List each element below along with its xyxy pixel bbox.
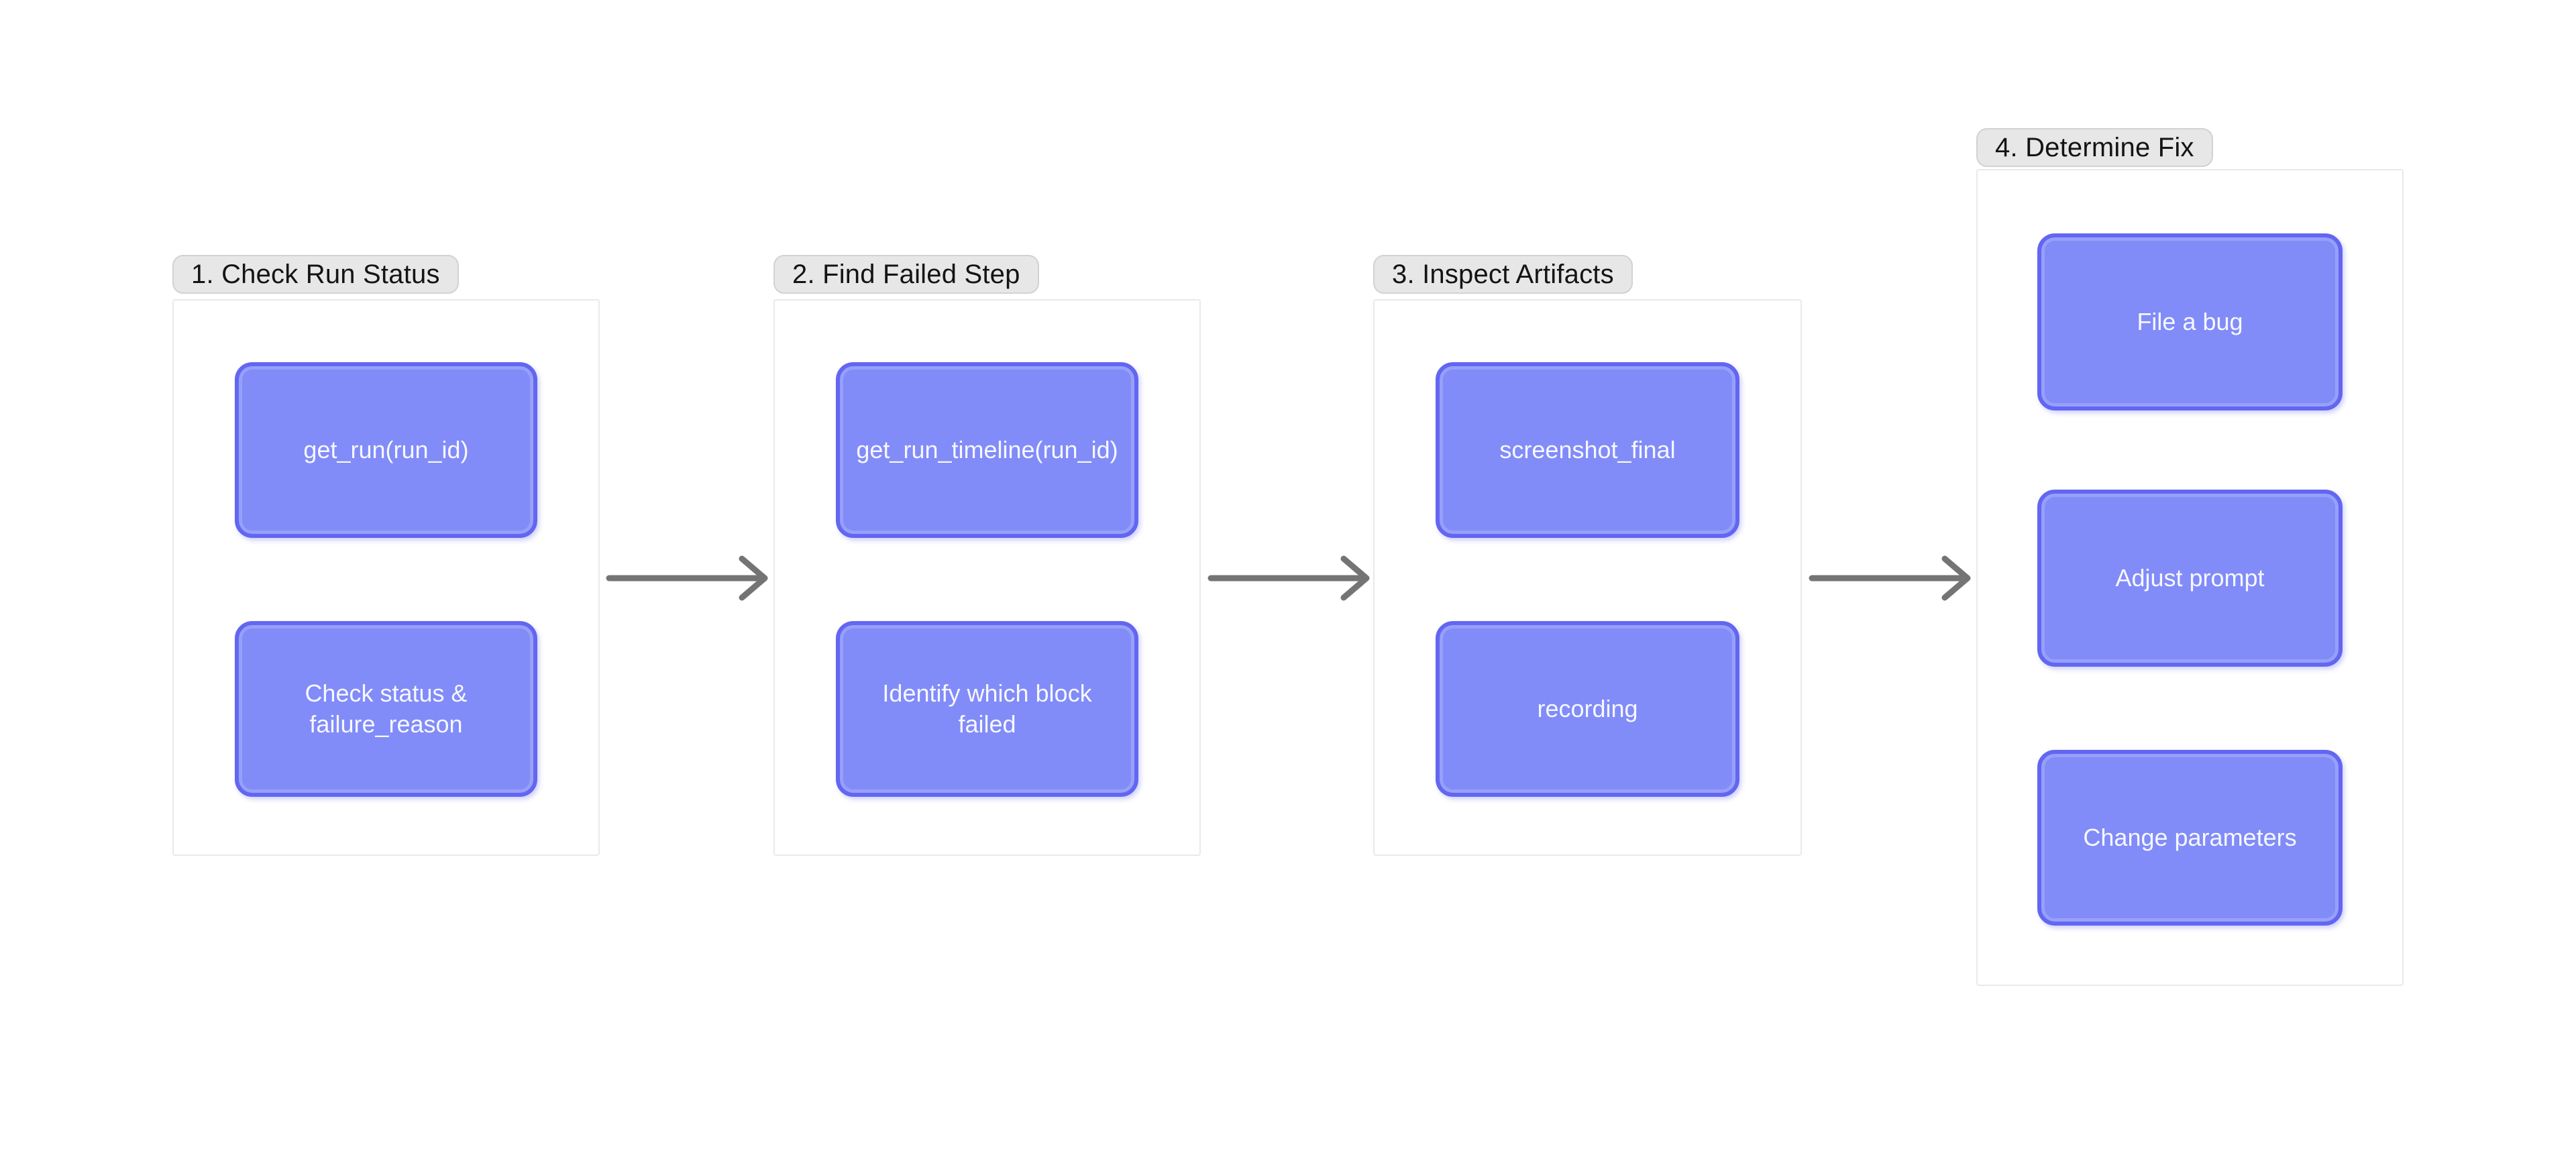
node-check-status-failure-reason: Check status & failure_reason [235,621,537,797]
node-file-a-bug: File a bug [2037,233,2343,410]
node-recording: recording [1436,621,1739,797]
node-adjust-prompt: Adjust prompt [2037,490,2343,667]
node-get-run-timeline: get_run_timeline(run_id) [836,362,1138,538]
flow-arrow-2-icon [1205,538,1373,618]
flow-arrow-1-icon [604,538,771,618]
node-screenshot-final: screenshot_final [1436,362,1739,538]
node-get-run: get_run(run_id) [235,362,537,538]
group-label-determine-fix: 4. Determine Fix [1976,128,2213,167]
node-change-parameters: Change parameters [2037,750,2343,926]
node-identify-which-block-failed: Identify which block failed [836,621,1138,797]
group-label-inspect-artifacts: 3. Inspect Artifacts [1373,255,1633,294]
flow-arrow-3-icon [1807,538,1974,618]
group-label-check-run-status: 1. Check Run Status [172,255,459,294]
group-label-find-failed-step: 2. Find Failed Step [773,255,1039,294]
